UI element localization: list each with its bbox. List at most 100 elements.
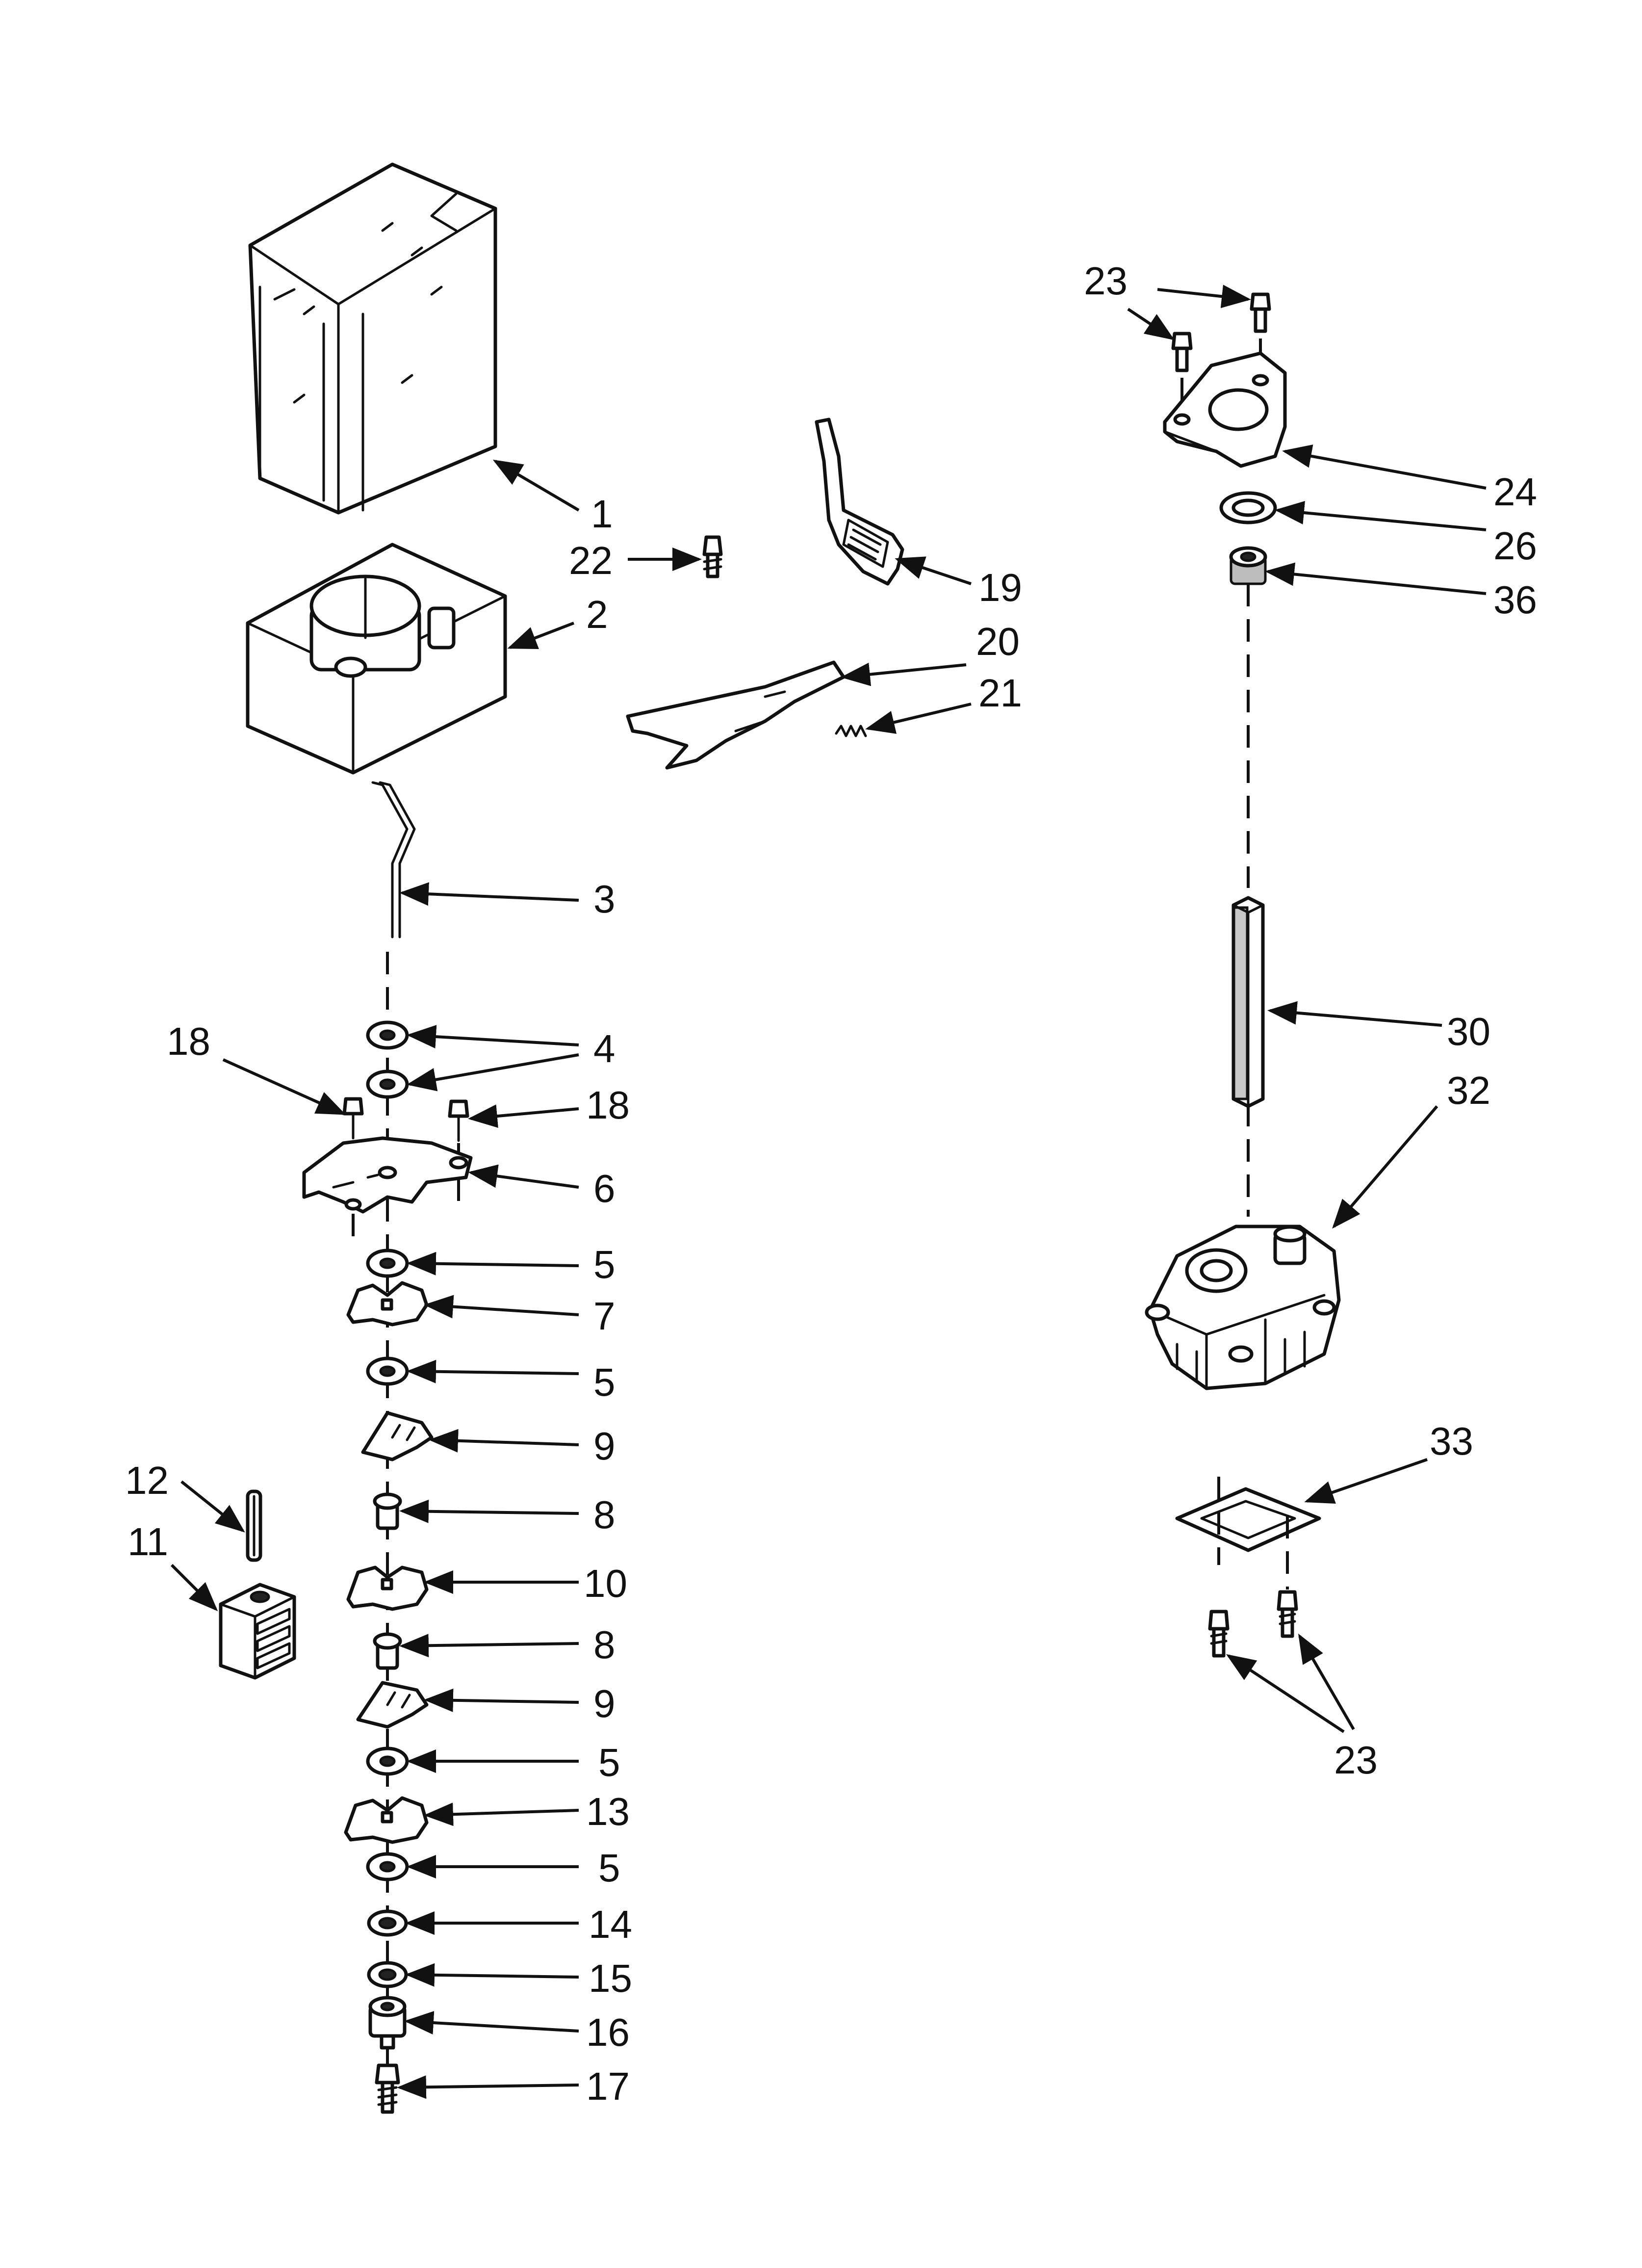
- callout-32: 32: [1447, 1069, 1490, 1112]
- callout-19: 19: [978, 566, 1022, 609]
- leader-4b: [407, 1053, 579, 1092]
- callout-36: 36: [1493, 578, 1537, 622]
- callout-11: 11: [128, 1520, 168, 1564]
- part-16-bushing: [368, 1996, 407, 2050]
- part-8-spacer-a: [373, 1492, 402, 1530]
- leader-19: [895, 556, 972, 585]
- callout-23b: 23: [1334, 1738, 1378, 1782]
- callout-5a: 5: [593, 1243, 616, 1286]
- leader-11: [170, 1564, 218, 1612]
- part-5-washer-b: [366, 1356, 409, 1386]
- leader-5a: [407, 1251, 579, 1276]
- part-23-screw-top-right: [1250, 292, 1271, 383]
- callout-9b: 9: [593, 1682, 616, 1725]
- part-19-bracket: [815, 417, 904, 586]
- callout-5c: 5: [598, 1741, 620, 1784]
- part-36-bushing: [1229, 546, 1267, 585]
- callout-16: 16: [586, 2010, 630, 2054]
- callout-10: 10: [584, 1562, 627, 1605]
- leader-1: [492, 459, 580, 512]
- callout-30: 30: [1447, 1010, 1490, 1053]
- part-24-mounting-plate: [1163, 351, 1287, 468]
- leader-23b-1: [1226, 1654, 1345, 1733]
- leader-32: [1332, 1105, 1438, 1229]
- part-5-washer-c: [366, 1747, 409, 1776]
- part-23-screw-bottom-left: [1208, 1610, 1230, 1658]
- part-9-cam-a: [361, 1411, 434, 1461]
- leader-30: [1267, 1001, 1442, 1027]
- leader-20: [841, 662, 967, 686]
- leader-23a-2: [1157, 285, 1251, 309]
- callout-17: 17: [586, 2064, 630, 2108]
- callout-12: 12: [125, 1459, 169, 1502]
- callout-20: 20: [976, 620, 1020, 663]
- part-5-washer-d: [366, 1852, 409, 1881]
- callout-5b: 5: [593, 1360, 616, 1404]
- leader-26: [1275, 501, 1487, 531]
- part-17-screw: [375, 2063, 400, 2114]
- leader-12: [180, 1480, 245, 1533]
- callout-7: 7: [593, 1294, 616, 1338]
- leader-9b: [424, 1688, 579, 1712]
- callout-23a: 23: [1084, 259, 1128, 303]
- callout-33: 33: [1430, 1419, 1473, 1463]
- part-23-screw-bottom-right: [1277, 1590, 1298, 1638]
- part-32-motor-gearbox: [1145, 1225, 1341, 1390]
- callout-14: 14: [589, 1903, 632, 1946]
- callout-1: 1: [591, 492, 613, 536]
- part-6-bracket-plate: [302, 1136, 473, 1214]
- part-23-screw-top-left: [1171, 332, 1193, 417]
- callout-18b: 18: [586, 1083, 630, 1127]
- part-22-screw: [702, 535, 723, 578]
- callout-2: 2: [586, 593, 608, 636]
- leader-4a: [407, 1025, 579, 1049]
- part-9-cam-b: [356, 1681, 429, 1729]
- callout-22: 22: [569, 539, 613, 582]
- leader-13: [424, 1802, 579, 1826]
- leader-21: [865, 703, 972, 734]
- part-33-gasket: [1175, 1477, 1321, 1590]
- leader-36: [1265, 562, 1487, 595]
- leader-2: [507, 622, 575, 650]
- part-5-washer-a: [366, 1249, 409, 1278]
- leader-23b-2: [1298, 1633, 1355, 1730]
- part-12-pin: [246, 1489, 262, 1562]
- leader-8a: [399, 1499, 579, 1523]
- leader-33: [1304, 1458, 1428, 1504]
- leader-23a-1: [1127, 308, 1175, 340]
- part-1-ice-bin-cover: [248, 162, 497, 515]
- leader-17: [397, 2075, 579, 2099]
- part-11-block: [219, 1583, 296, 1680]
- leader-3: [399, 882, 579, 906]
- callout-4: 4: [593, 1027, 616, 1070]
- part-2-ice-bin: [246, 543, 507, 775]
- leader-18b: [468, 1104, 579, 1128]
- leader-16: [404, 2011, 579, 2035]
- leader-7: [424, 1295, 579, 1319]
- callout-24: 24: [1493, 470, 1537, 514]
- callout-9a: 9: [593, 1424, 616, 1468]
- leader-18a: [222, 1058, 346, 1115]
- part-21-spring: [835, 725, 867, 737]
- part-20-lever: [626, 660, 846, 770]
- callout-18a: 18: [167, 1019, 210, 1063]
- part-4-washers: [366, 1020, 409, 1099]
- part-14-washer: [367, 1909, 408, 1937]
- part-8-spacer-b: [373, 1632, 402, 1670]
- part-3-wire: [371, 781, 416, 938]
- part-30-shaft: [1232, 896, 1265, 1108]
- leader-5b: [407, 1359, 579, 1383]
- callout-13: 13: [586, 1790, 630, 1833]
- callout-15: 15: [589, 1956, 632, 2000]
- part-15-washer: [367, 1961, 408, 1988]
- callout-6: 6: [593, 1167, 616, 1210]
- callout-21: 21: [978, 671, 1022, 715]
- callout-26: 26: [1493, 524, 1537, 568]
- callout-8a: 8: [593, 1493, 616, 1537]
- callout-8b: 8: [593, 1623, 616, 1667]
- callout-5d: 5: [598, 1846, 620, 1890]
- leader-15: [405, 1963, 579, 1987]
- leader-9a: [429, 1429, 579, 1453]
